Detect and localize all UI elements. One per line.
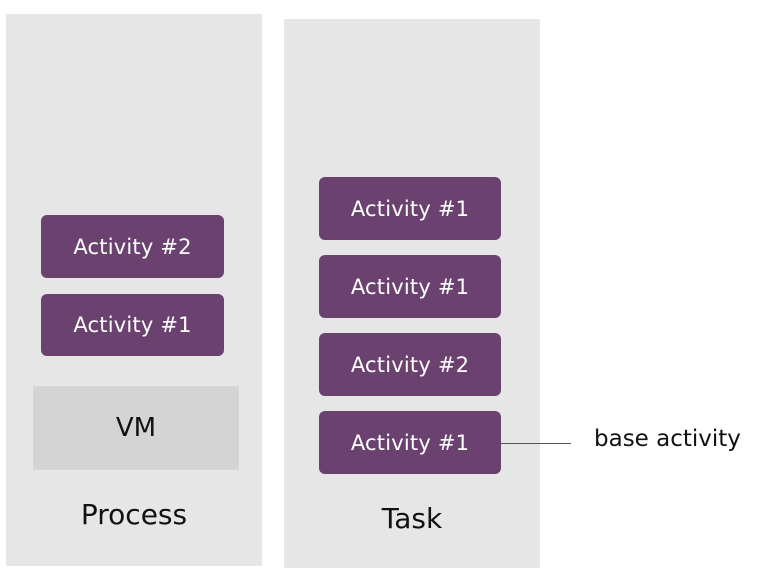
task-label: Task xyxy=(381,502,443,535)
activity-label: Activity #1 xyxy=(350,430,470,455)
process-label: Process xyxy=(80,498,188,531)
activity-label: Activity #1 xyxy=(350,274,470,299)
process-panel xyxy=(6,14,262,566)
task-activity-box: Activity #2 xyxy=(319,333,501,396)
activity-label: Activity #2 xyxy=(73,234,192,259)
activity-label: Activity #1 xyxy=(350,196,470,221)
annotation-connector-line xyxy=(501,443,571,444)
task-activity-box: Activity #1 xyxy=(319,255,501,318)
process-activity-box: Activity #2 xyxy=(41,215,224,278)
vm-label: VM xyxy=(115,413,157,443)
base-activity-annotation: base activity xyxy=(594,426,741,452)
activity-label: Activity #1 xyxy=(73,313,192,337)
vm-box: VM xyxy=(33,386,239,470)
process-activity-box: Activity #1 xyxy=(41,294,224,356)
task-activity-box: Activity #1 xyxy=(319,177,501,240)
activity-label: Activity #2 xyxy=(350,352,470,377)
base-activity-box: Activity #1 xyxy=(319,411,501,474)
